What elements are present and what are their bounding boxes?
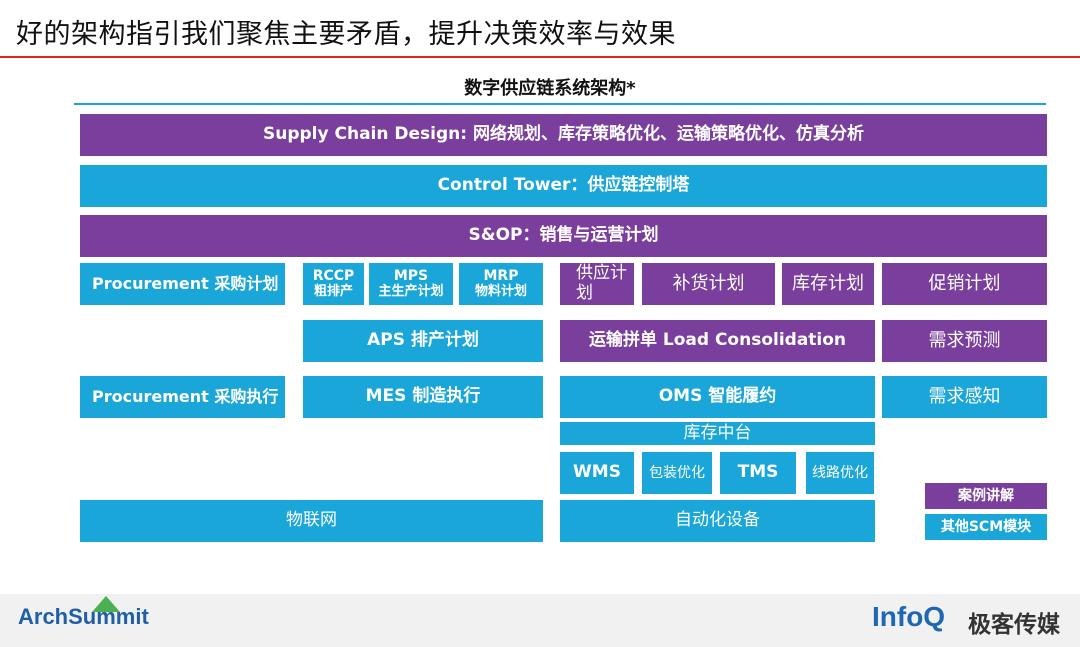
title-divider — [0, 56, 1080, 58]
mrp-sub-label: 物料计划 — [474, 283, 527, 299]
sop-block: S&OP：销售与运营计划 — [80, 215, 1047, 257]
demand-sensing-block: 需求感知 — [882, 376, 1047, 418]
mps-sub-label: 主生产计划 — [378, 283, 444, 299]
geek-media-logo-text: 极客传媒 — [968, 612, 1060, 638]
inventory-hub-block: 库存中台 — [560, 422, 875, 445]
procurement-execution-block: Procurement 采购执行 — [80, 376, 285, 418]
subtitle-divider — [74, 103, 1046, 105]
diagram-subtitle: 数字供应链系统架构* — [464, 78, 636, 99]
supply-chain-design-block: Supply Chain Design: 网络规划、库存策略优化、运输策略优化、… — [80, 114, 1047, 156]
tms-block: TMS — [720, 452, 796, 494]
legend-case-study: 案例讲解 — [925, 483, 1047, 509]
wms-block: WMS — [560, 452, 634, 494]
replenishment-plan-block: 补货计划 — [642, 263, 775, 305]
supply-plan-block: 供应计划 — [560, 263, 634, 305]
route-optimization-block: 线路优化 — [806, 452, 874, 494]
automation-equipment-block: 自动化设备 — [560, 500, 875, 542]
infoq-logo: InfoQ — [872, 601, 946, 632]
control-tower-block: Control Tower：供应链控制塔 — [80, 165, 1047, 207]
mes-block: MES 制造执行 — [303, 376, 543, 418]
mps-label: MPS — [393, 268, 429, 285]
rccp-label: RCCP — [312, 268, 355, 285]
demand-forecast-block: 需求预测 — [882, 320, 1047, 362]
mrp-label: MRP — [483, 268, 519, 285]
legend-other-modules: 其他SCM模块 — [925, 514, 1047, 540]
promotion-plan-block: 促销计划 — [882, 263, 1047, 305]
archsummit-logo-icon — [92, 596, 120, 612]
oms-block: OMS 智能履约 — [560, 376, 875, 418]
mps-block: MPS 主生产计划 — [369, 263, 453, 305]
archsummit-logo: ArchSummit — [18, 604, 149, 629]
rccp-sub-label: 粗排产 — [313, 283, 353, 299]
packing-optimization-block: 包装优化 — [642, 452, 712, 494]
footer-bar — [0, 594, 1080, 647]
mrp-block: MRP 物料计划 — [459, 263, 543, 305]
aps-block: APS 排产计划 — [303, 320, 543, 362]
inventory-plan-block: 库存计划 — [782, 263, 874, 305]
procurement-plan-block: Procurement 采购计划 — [80, 263, 285, 305]
page-title: 好的架构指引我们聚焦主要矛盾，提升决策效率与效果 — [16, 19, 676, 50]
load-consolidation-block: 运输拼单 Load Consolidation — [560, 320, 875, 362]
rccp-block: RCCP 粗排产 — [303, 263, 364, 305]
iot-block: 物联网 — [80, 500, 543, 542]
